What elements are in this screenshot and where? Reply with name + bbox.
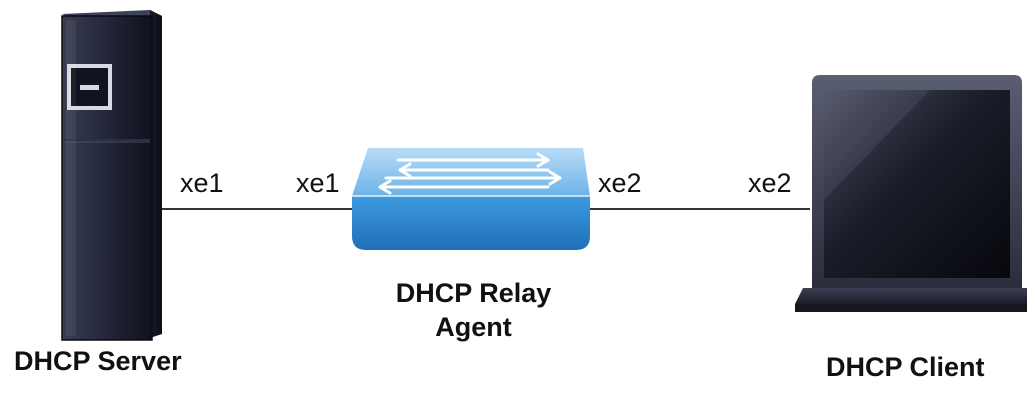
relay-label-line1: DHCP Relay [395,278,552,308]
server-port-label: xe1 [180,168,224,198]
relay-left-port-label: xe1 [296,168,340,198]
relay-label-line2: Agent [435,312,512,342]
client-port-label: xe2 [748,168,792,198]
server-tower-icon [61,10,162,341]
network-switch-icon [352,148,590,250]
relay-label: DHCP Relay Agent [381,276,566,344]
laptop-icon [795,75,1027,312]
server-label: DHCP Server [14,346,182,376]
relay-right-port-label: xe2 [598,168,642,198]
client-label: DHCP Client [826,352,985,382]
